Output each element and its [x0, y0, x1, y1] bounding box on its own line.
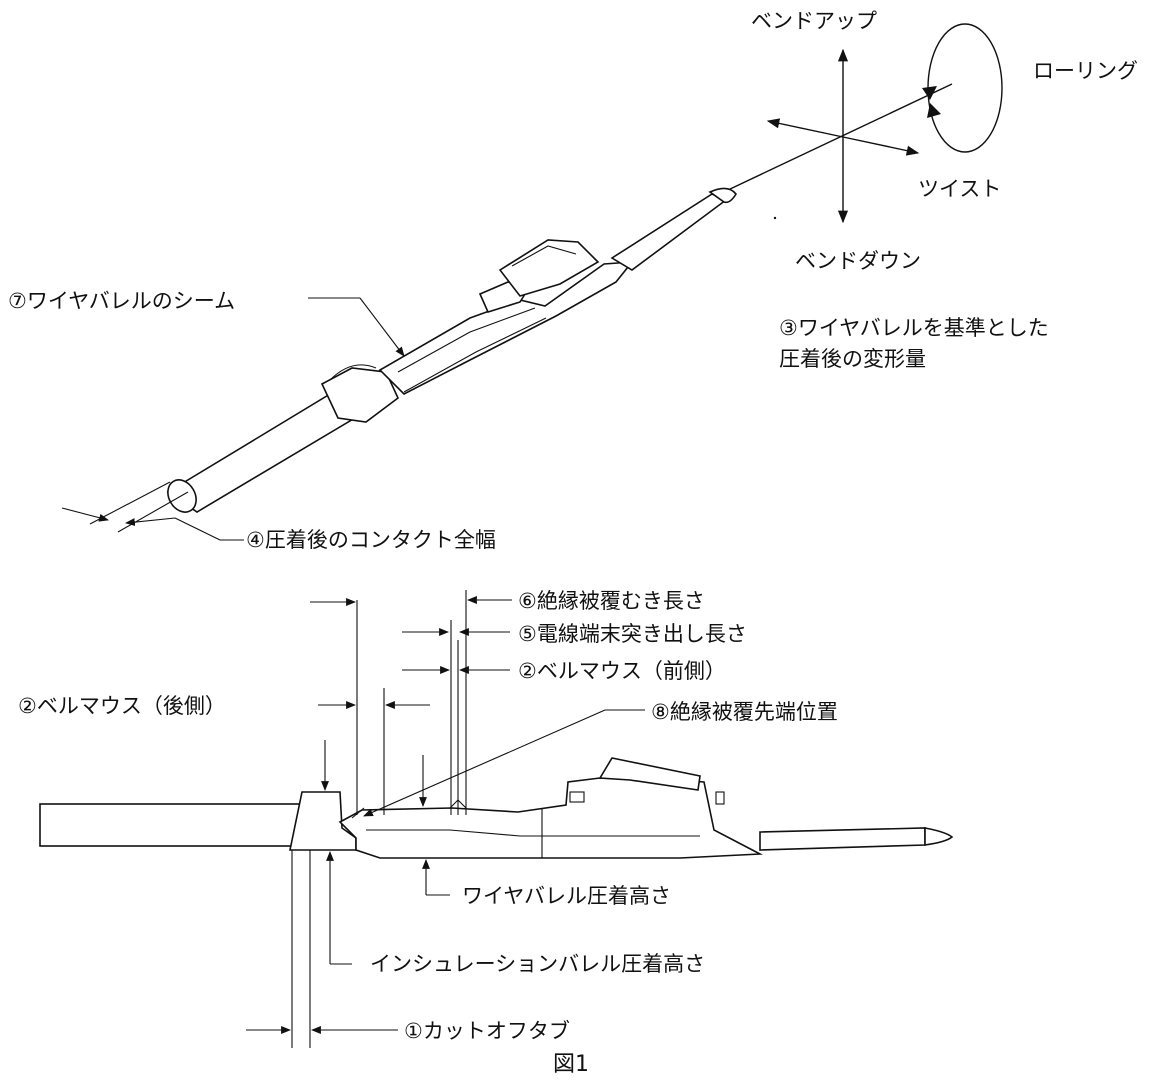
width-leader — [174, 517, 221, 541]
rolling-ellipse — [927, 23, 1003, 153]
contact-pin-side — [759, 827, 926, 851]
label-insulation-tip: ⑧絶縁被覆先端位置 — [651, 700, 838, 724]
lance-window — [569, 791, 585, 803]
wire-barrel-body — [378, 261, 634, 395]
label-rolling: ローリング — [1033, 59, 1138, 83]
figure-title: 図1 — [553, 1052, 589, 1077]
terminal-body-side — [338, 777, 763, 859]
label-deformation-caption-1: ③ワイヤバレルを基準とした — [779, 316, 1049, 340]
label-overall-width: ④圧着後のコンタクト全幅 — [246, 528, 496, 552]
pin-tip-side — [924, 827, 954, 846]
label-bellmouth-front: ②ベルマウス（前側） — [518, 659, 726, 683]
width-arrow-right — [125, 517, 176, 527]
pin-tip — [708, 187, 737, 204]
twist-arrow-left — [766, 118, 844, 138]
seam-leader-arrow — [359, 297, 405, 357]
tip-leader-arrow — [363, 709, 606, 817]
insulation-barrel — [320, 367, 399, 423]
rolling-arrow-down — [927, 103, 941, 118]
label-seam: ⑦ワイヤバレルのシーム — [8, 289, 235, 313]
label-deformation-caption-2: 圧着後の変形量 — [779, 347, 926, 371]
wire-barrel-seam-line — [397, 307, 536, 373]
label-twist: ツイスト — [918, 177, 1001, 201]
label-cutoff-tab: ①カットオフタブ — [404, 1019, 570, 1043]
insulation-tab-curve — [329, 364, 377, 381]
stray-dot — [773, 216, 777, 220]
lance-box — [498, 239, 600, 297]
label-bend-up: ベンドアップ — [751, 9, 877, 33]
rear-bellmouth-edge — [351, 807, 365, 819]
side-view-terminal — [39, 757, 954, 859]
label-bellmouth-rear: ②ベルマウス（後側） — [18, 694, 226, 718]
body-mid-line — [366, 829, 700, 837]
label-insulation-barrel-height: インシュレーションバレル圧着高さ — [370, 952, 705, 976]
width-ext-1 — [89, 481, 171, 525]
label-bend-down: ベンドダウン — [795, 249, 921, 273]
twist-arrow-right — [842, 136, 920, 156]
body-notch — [715, 791, 725, 805]
contact-pin — [610, 193, 728, 271]
side-wire — [39, 803, 305, 847]
lance-detail — [511, 245, 577, 267]
deformation-axes — [727, 23, 1003, 224]
rolling-arrow-up — [922, 86, 937, 100]
label-strip-length: ⑥絶縁被覆むき長さ — [518, 589, 705, 613]
label-wire-barrel-height: ワイヤバレル圧着高さ — [462, 884, 671, 908]
isometric-terminal — [166, 187, 737, 513]
width-ext-2 — [117, 491, 189, 533]
locking-lance — [598, 757, 701, 791]
wire-barrel-edge — [403, 317, 547, 393]
label-conductor-protrusion: ⑤電線端末突き出し長さ — [518, 622, 747, 646]
